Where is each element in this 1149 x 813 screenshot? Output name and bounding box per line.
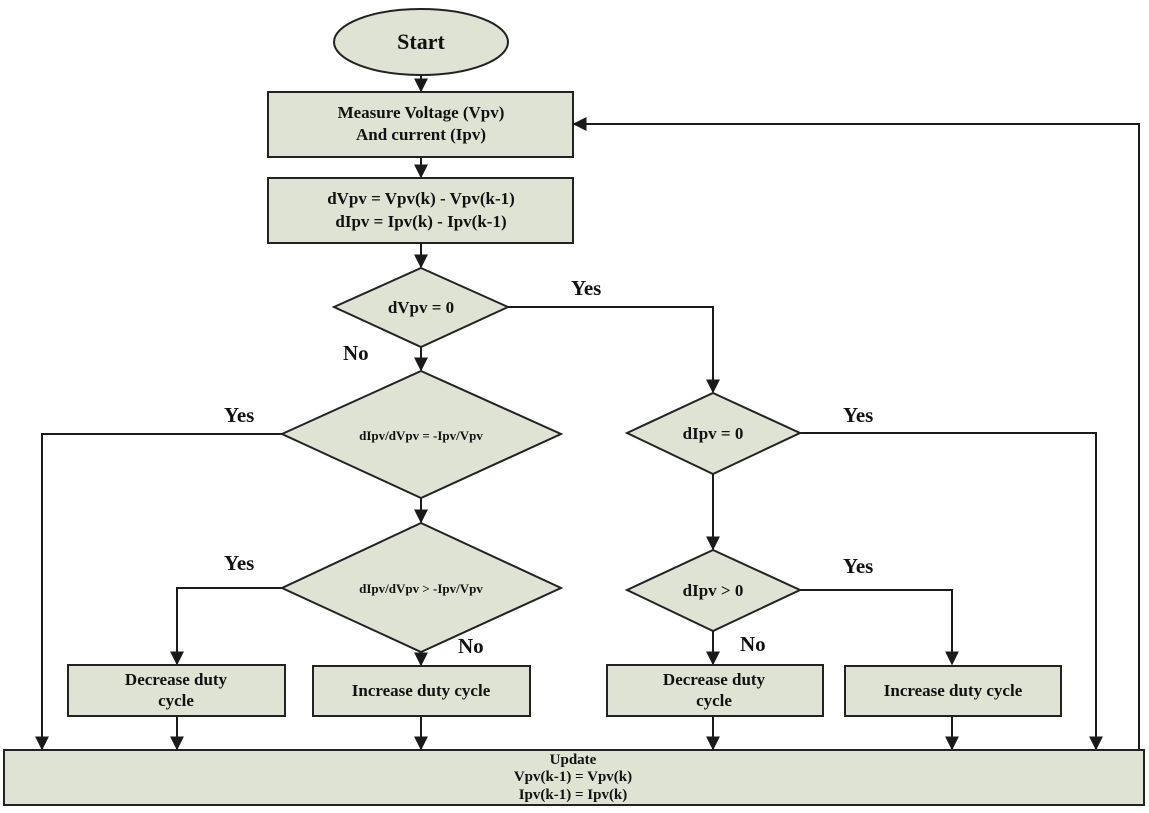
increase-duty-left-node: Increase duty cycle	[312, 665, 531, 717]
start-node: Start	[333, 8, 509, 76]
measure-node: Measure Voltage (Vpv) And current (Ipv)	[267, 91, 574, 158]
decision-dipv-positive: dIpv > 0	[624, 548, 803, 633]
connectors	[35, 75, 1140, 751]
decision-slope-greater-label: dIpv/dVpv > -Ipv/Vpv	[359, 581, 483, 596]
decision-slope-greater: dIpv/dVpv > -Ipv/Vpv	[279, 521, 564, 654]
update-label-line3: Ipv(k-1) = Ipv(k)	[519, 787, 628, 803]
update-node: Update Vpv(k-1) = Vpv(k) Ipv(k-1) = Ipv(…	[3, 749, 1145, 806]
decrease-duty-right-node: Decrease duty cycle	[606, 664, 824, 717]
label-no-dvpv: No	[343, 341, 369, 365]
arrow-update-loop-back	[572, 117, 1140, 749]
measure-label-line1: Measure Voltage (Vpv)	[338, 103, 505, 122]
decision-slope-equal: dIpv/dVpv = -Ipv/Vpv	[279, 369, 564, 500]
arrow-slope-greater-yes	[170, 587, 282, 666]
calc-label-line2: dIpv = Ipv(k) - Ipv(k-1)	[335, 212, 506, 231]
measure-label-line2: And current (Ipv)	[356, 125, 486, 144]
decrease-duty-left-node: Decrease duty cycle	[67, 664, 286, 717]
decision-dvpv-zero-label: dVpv = 0	[388, 298, 454, 317]
increase-duty-left-label: Increase duty cycle	[352, 681, 491, 700]
label-no-slope-greater: No	[458, 634, 484, 658]
decision-dipv-positive-label: dIpv > 0	[683, 581, 744, 600]
decision-slope-equal-label: dIpv/dVpv = -Ipv/Vpv	[359, 428, 483, 443]
increase-duty-right-label: Increase duty cycle	[884, 681, 1023, 700]
label-no-dipv-positive: No	[740, 632, 766, 656]
arrow-dipv-zero-yes	[800, 432, 1103, 751]
label-yes-slope-greater: Yes	[224, 551, 254, 575]
label-yes-dipv-zero: Yes	[843, 403, 873, 427]
decision-dipv-zero: dIpv = 0	[624, 391, 803, 476]
arrow-dipv-positive-yes	[800, 589, 959, 666]
update-label-line1: Update	[550, 752, 597, 768]
arrow-slope-equal-yes	[35, 433, 282, 751]
increase-duty-right-node: Increase duty cycle	[844, 665, 1062, 717]
decrease-duty-left-line2: cycle	[158, 691, 194, 710]
decision-dipv-zero-label: dIpv = 0	[683, 424, 744, 443]
decision-dvpv-zero: dVpv = 0	[331, 266, 511, 349]
decrease-duty-right-line1: Decrease duty	[663, 670, 766, 689]
calc-label-line1: dVpv = Vpv(k) - Vpv(k-1)	[327, 189, 515, 208]
update-label-line2: Vpv(k-1) = Vpv(k)	[514, 769, 632, 785]
calc-node: dVpv = Vpv(k) - Vpv(k-1) dIpv = Ipv(k) -…	[267, 177, 574, 244]
decrease-duty-left-line1: Decrease duty	[125, 670, 228, 689]
branch-labels: Yes No Yes Yes No Yes Yes No	[224, 276, 873, 658]
label-yes-dvpv: Yes	[571, 276, 601, 300]
decrease-duty-right-line2: cycle	[696, 691, 732, 710]
label-yes-slope-equal: Yes	[224, 403, 254, 427]
label-yes-dipv-positive: Yes	[843, 554, 873, 578]
start-label: Start	[397, 29, 445, 54]
arrow-dvpv-yes	[508, 306, 720, 394]
